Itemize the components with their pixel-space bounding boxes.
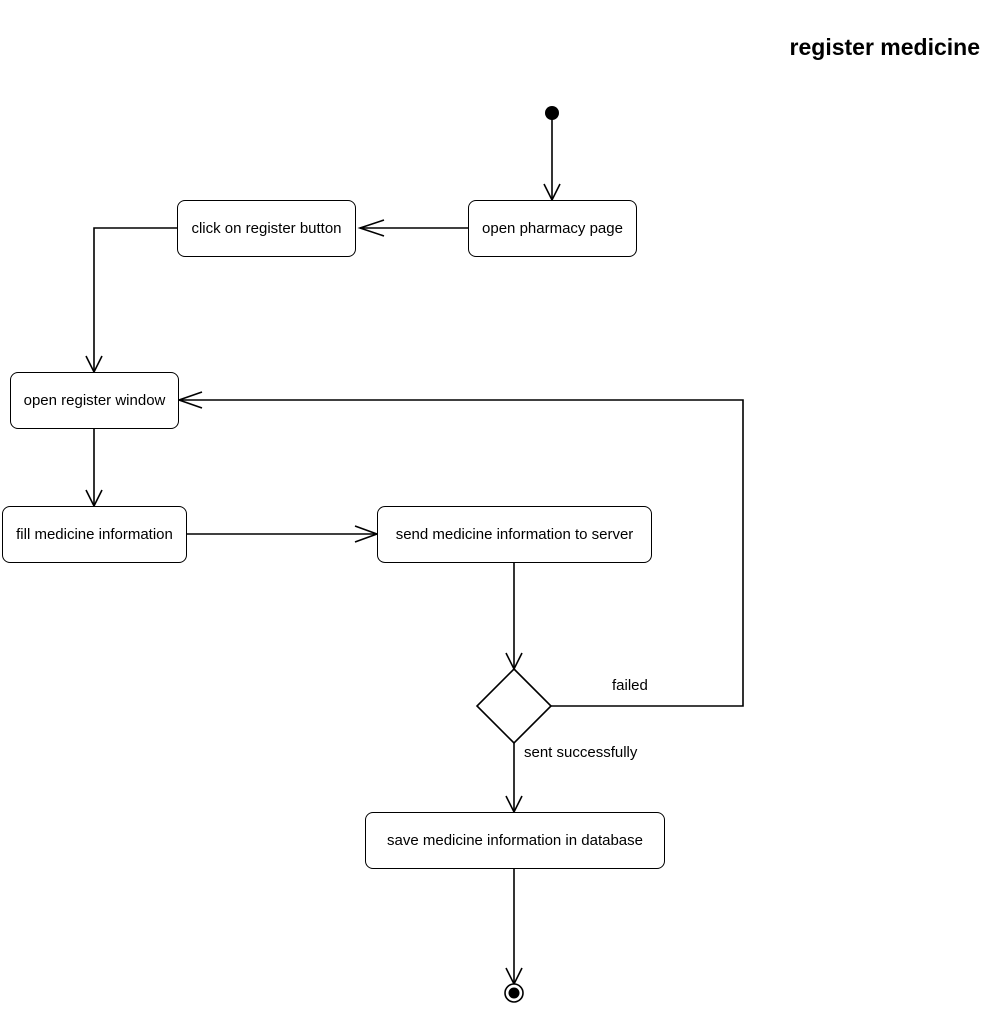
action-label: fill medicine information (16, 526, 173, 543)
action-label: send medicine information to server (395, 526, 634, 543)
page-title: register medicine (789, 34, 980, 60)
action-label: save medicine information in database (387, 832, 643, 849)
action-label: open pharmacy page (482, 220, 623, 237)
action-click-on-register-button: click on register button (177, 200, 356, 257)
action-label: click on register button (191, 220, 342, 237)
initial-node (545, 106, 559, 120)
edge-click-register-to-open-window (93, 227, 177, 372)
edge-label-sent-successfully: sent successfully (524, 744, 638, 761)
edge-decision-failed-to-open-window (179, 399, 744, 707)
final-node-dot (508, 987, 520, 999)
action-save-medicine-information: save medicine information in database (365, 812, 665, 869)
action-open-pharmacy-page: open pharmacy page (468, 200, 637, 257)
action-label: open register window (23, 392, 166, 409)
arrowhead (357, 219, 385, 237)
edge-label-failed: failed (612, 677, 648, 694)
arrowhead (176, 391, 203, 409)
action-fill-medicine-information: fill medicine information (2, 506, 187, 563)
decision-node (475, 667, 553, 745)
action-send-medicine-information: send medicine information to server (377, 506, 652, 563)
action-open-register-window: open register window (10, 372, 179, 429)
